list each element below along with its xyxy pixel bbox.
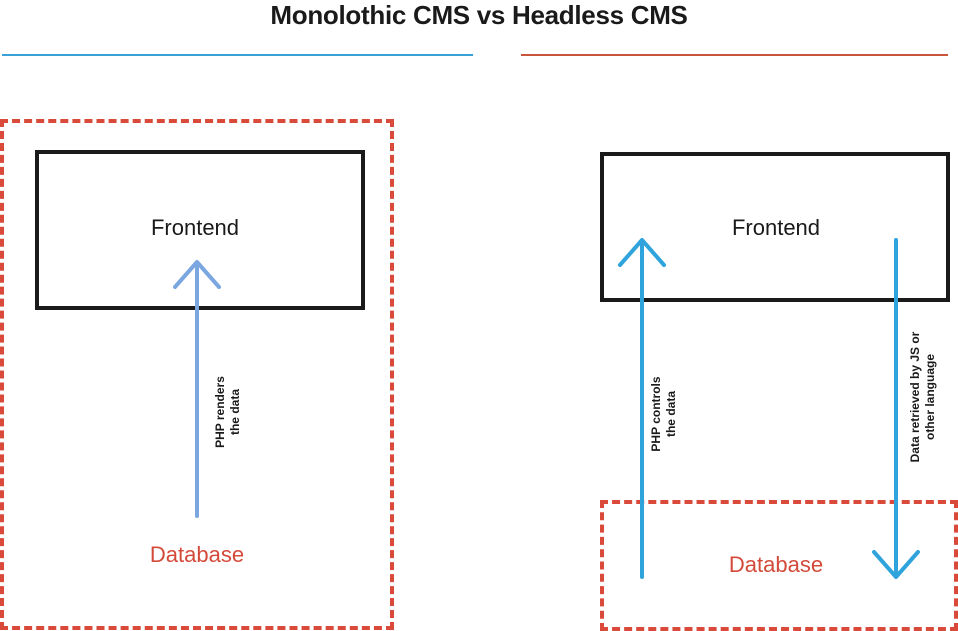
monolithic-arrow-label: PHP renders the data [213, 352, 243, 472]
monolithic-frontend-label: Frontend [150, 215, 240, 240]
headless-left-arrow-label-line2: the data [664, 391, 678, 438]
headless-up-arrow [618, 238, 666, 579]
headless-database-label: Database [728, 552, 824, 577]
monolithic-database-boundary [0, 119, 394, 630]
headless-left-arrow-label: PHP controls the data [649, 354, 679, 474]
monolithic-database-label: Database [149, 542, 245, 567]
monolithic-up-arrow [173, 260, 221, 518]
monolithic-arrow-label-line2: the data [228, 389, 242, 436]
headless-left-arrow-label-line1: PHP controls [649, 376, 663, 452]
headless-frontend-box [600, 152, 950, 302]
headless-right-arrow-label-line2: other language [923, 354, 937, 441]
monolithic-frontend-box [35, 150, 365, 310]
headless-down-arrow [872, 238, 920, 579]
monolithic-divider [2, 54, 473, 56]
headless-frontend-label: Frontend [731, 215, 821, 240]
headless-right-arrow-label-line1: Data retrieved by JS or [908, 331, 922, 463]
monolithic-arrow-label-line1: PHP renders [213, 376, 227, 448]
headless-database-boundary [600, 500, 958, 631]
headless-divider [521, 54, 948, 56]
headless-right-arrow-label: Data retrieved by JS or other language [908, 317, 938, 477]
diagram-title: Monolothic CMS vs Headless CMS [270, 0, 688, 30]
